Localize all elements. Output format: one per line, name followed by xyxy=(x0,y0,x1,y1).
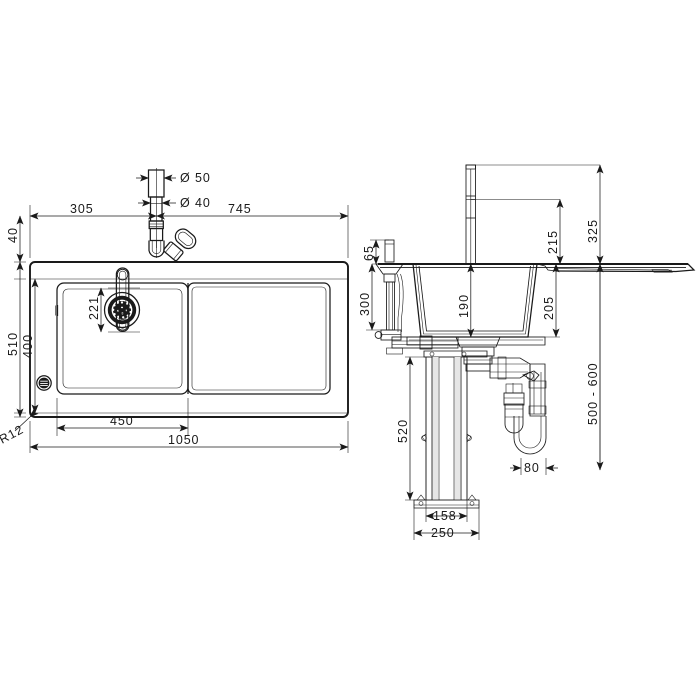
dim-65: 65 xyxy=(362,239,380,265)
dim-325-label: 325 xyxy=(586,219,600,243)
dim-250: 250 xyxy=(413,526,480,540)
dim-80-label: 80 xyxy=(524,461,540,475)
dim-300: 300 xyxy=(358,263,376,331)
overflow-hole-plan xyxy=(36,375,52,391)
dim-40: 40 xyxy=(6,215,24,263)
side-valve-section xyxy=(374,239,459,355)
dim-190: 190 xyxy=(457,263,475,338)
dim-d40: Ø 40 xyxy=(138,196,211,210)
dim-300-label: 300 xyxy=(358,292,372,316)
dim-745: 745 xyxy=(155,202,349,220)
dim-d50: Ø 50 xyxy=(136,171,211,185)
dim-305: 305 xyxy=(29,202,157,220)
dim-40-label: 40 xyxy=(6,227,20,243)
dim-205: 205 xyxy=(542,263,560,338)
plan-view-group: 305 745 40 510 400 xyxy=(0,168,349,453)
dim-510-label: 510 xyxy=(6,332,20,356)
drain-strainer-plan xyxy=(103,291,141,329)
dim-520-label: 520 xyxy=(396,419,410,443)
dim-325: 325 xyxy=(586,164,604,265)
trap-pipework-section xyxy=(489,356,547,455)
dim-65-label: 65 xyxy=(362,245,376,261)
dim-158-label: 158 xyxy=(433,509,457,523)
dim-d40-label: Ø 40 xyxy=(180,196,211,210)
dim-400: 400 xyxy=(21,278,39,414)
dim-205-label: 205 xyxy=(542,296,556,320)
dim-450-label: 450 xyxy=(110,414,134,428)
section-dimension-lines: 65 300 190 205 215 xyxy=(358,164,604,540)
sink-outline xyxy=(29,261,349,418)
dim-500-600-label: 500 - 600 xyxy=(586,362,600,425)
dim-500-600: 500 - 600 xyxy=(586,263,604,471)
section-view-group: 65 300 190 205 215 xyxy=(358,164,696,540)
dim-510: 510 xyxy=(6,261,24,418)
dim-305-label: 305 xyxy=(70,202,94,216)
dim-250-label: 250 xyxy=(431,526,455,540)
dim-215: 215 xyxy=(546,199,564,265)
dim-221: 221 xyxy=(87,287,105,333)
drainer-plan xyxy=(187,282,331,395)
dim-158: 158 xyxy=(425,509,468,523)
support-column-section xyxy=(413,350,488,509)
dim-1050-label: 1050 xyxy=(168,433,199,447)
dim-d50-label: Ø 50 xyxy=(180,171,211,185)
faucet-plan xyxy=(115,267,130,333)
dim-221-label: 221 xyxy=(87,296,101,320)
dim-450: 450 xyxy=(56,414,189,432)
dim-80: 80 xyxy=(510,461,558,475)
dim-400-label: 400 xyxy=(21,334,35,358)
dim-190-label: 190 xyxy=(457,294,471,318)
dim-520: 520 xyxy=(396,356,414,501)
dim-745-label: 745 xyxy=(228,202,252,216)
drainer-wing-section xyxy=(555,263,696,273)
dim-215-label: 215 xyxy=(546,230,560,254)
dim-1050: 1050 xyxy=(29,433,349,451)
